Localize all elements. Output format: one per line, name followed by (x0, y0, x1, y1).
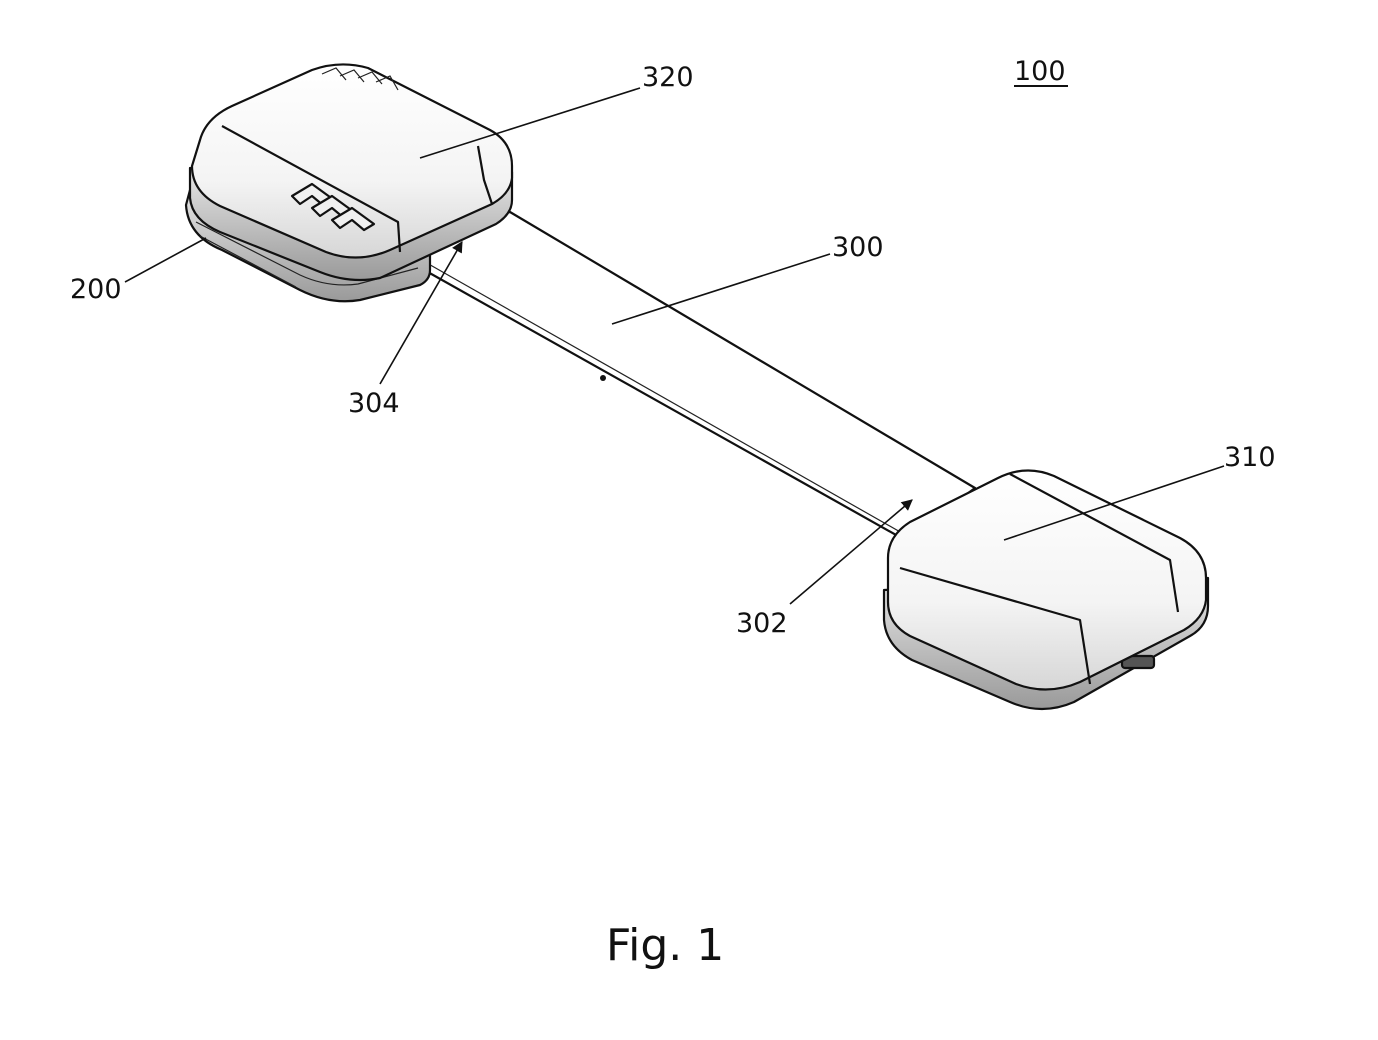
label-304: 304 (348, 388, 400, 419)
second-housing (184, 63, 514, 303)
label-300: 300 (832, 232, 884, 263)
leader-lines (124, 87, 1225, 605)
leader-310 (1003, 465, 1225, 541)
label-200: 200 (70, 274, 122, 305)
strap (408, 210, 977, 542)
figure-caption: Fig. 1 (606, 920, 724, 971)
leader-304 (379, 241, 463, 385)
leader-320 (419, 87, 641, 159)
leader-302 (789, 499, 913, 605)
label-100: 100 (1014, 56, 1066, 87)
first-housing (882, 469, 1210, 711)
leader-300 (611, 253, 831, 325)
strap-rivet (600, 375, 606, 381)
chevron-pattern-top (321, 67, 399, 91)
label-310: 310 (1224, 442, 1276, 473)
chevron-pattern-front (290, 182, 376, 232)
leader-200 (124, 237, 207, 283)
reference-numerals: 320 100 300 200 304 310 302 (70, 56, 1276, 639)
label-320: 320 (642, 62, 694, 93)
label-302: 302 (736, 608, 788, 639)
